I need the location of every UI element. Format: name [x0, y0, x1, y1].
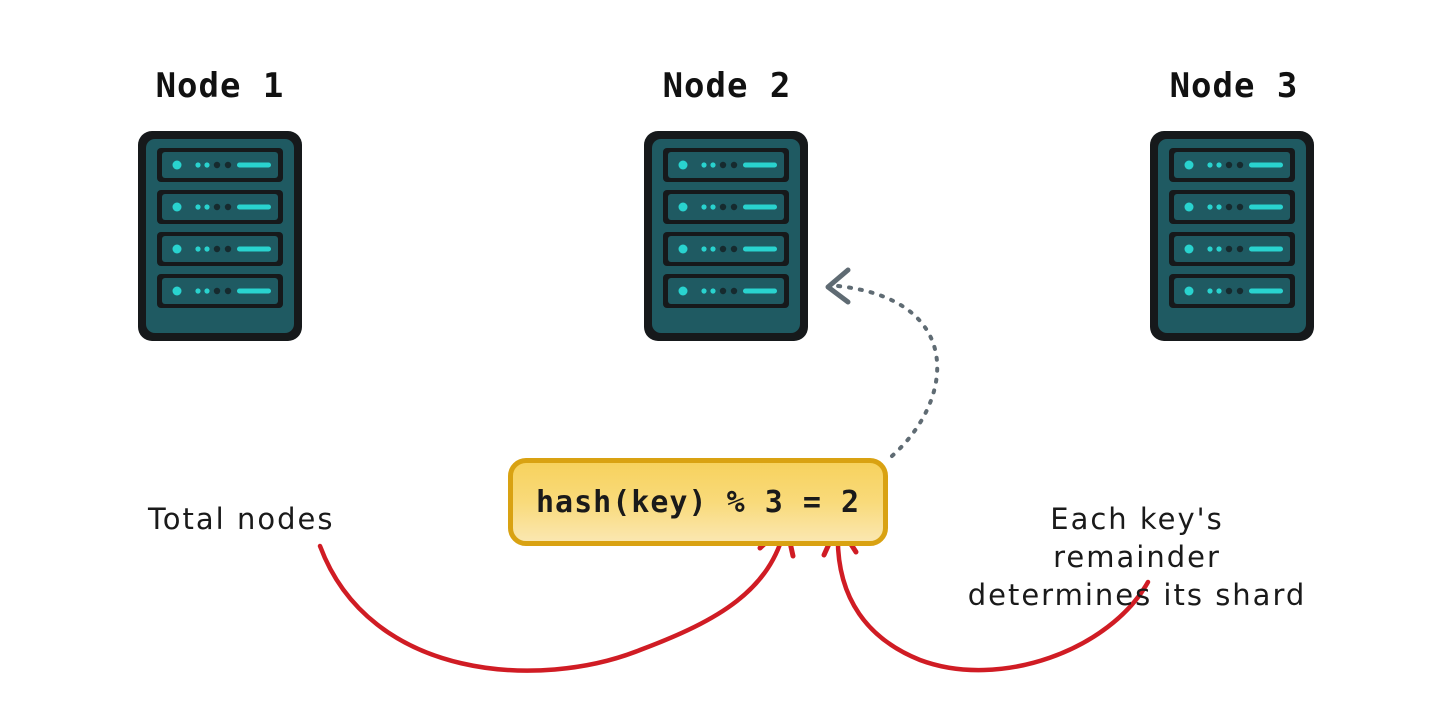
remainder-note-line-2: determines its shard [967, 578, 1307, 612]
server-dot [195, 288, 201, 294]
server-led [1184, 202, 1194, 212]
server-dot [1216, 246, 1222, 252]
server-dot [710, 204, 716, 210]
remainder-note: Each key's remainder determines its shar… [964, 500, 1310, 614]
server-dot [1207, 162, 1213, 168]
server-dot [1216, 204, 1222, 210]
server-icon [644, 131, 808, 341]
red-curved-arrow-icon [317, 525, 788, 673]
server-dot [1236, 203, 1244, 211]
server-led [1184, 286, 1194, 296]
server-dot [719, 203, 727, 211]
server-dot [701, 288, 707, 294]
server-bar [743, 162, 777, 168]
server-led [1184, 244, 1194, 254]
formula-text: hash(key) % 3 = 2 [535, 484, 861, 520]
server-dot [1225, 287, 1233, 295]
server-led [172, 160, 182, 170]
server-dot [730, 245, 738, 253]
server-dot [719, 161, 727, 169]
server-dot [224, 203, 232, 211]
formula-box: hash(key) % 3 = 2 [508, 458, 888, 546]
server-dot [719, 287, 727, 295]
server-dot [1236, 245, 1244, 253]
server-dot [1225, 203, 1233, 211]
server-led [1184, 160, 1194, 170]
server-dot [213, 287, 221, 295]
server-led [172, 244, 182, 254]
server-dot [204, 204, 210, 210]
server-led [172, 286, 182, 296]
server-dot [1216, 162, 1222, 168]
server-dot [195, 246, 201, 252]
total-nodes-note: Total nodes [148, 502, 335, 536]
server-bar [743, 288, 777, 294]
server-dot [213, 203, 221, 211]
dotted-arrow-head [825, 267, 851, 305]
server-dot [710, 246, 716, 252]
server-dot [204, 162, 210, 168]
server-dot [213, 161, 221, 169]
remainder-note-line-1: Each key's remainder [1050, 502, 1224, 574]
server-bar [1249, 288, 1283, 294]
server-icon [138, 131, 302, 341]
node-2-title: Node 2 [662, 66, 792, 106]
server-dot [730, 161, 738, 169]
server-dot [730, 287, 738, 295]
server-dot [701, 162, 707, 168]
server-dot [1225, 245, 1233, 253]
server-dot [204, 288, 210, 294]
dotted-curved-arrow-icon [836, 284, 940, 458]
server-bar [1249, 162, 1283, 168]
server-dot [1236, 161, 1244, 169]
red-curved-arrow-icon [835, 527, 1151, 673]
server-bar [1249, 246, 1283, 252]
server-bar [743, 204, 777, 210]
server-dot [224, 287, 232, 295]
node-3-title: Node 3 [1169, 66, 1299, 106]
server-bar [237, 288, 271, 294]
server-dot [701, 246, 707, 252]
server-dot [730, 203, 738, 211]
server-dot [224, 161, 232, 169]
node-1-title: Node 1 [155, 66, 285, 106]
server-bar [237, 204, 271, 210]
server-led [678, 286, 688, 296]
server-dot [701, 204, 707, 210]
server-led [678, 160, 688, 170]
server-dot [195, 204, 201, 210]
server-dot [195, 162, 201, 168]
server-dot [710, 288, 716, 294]
server-dot [1207, 204, 1213, 210]
server-bar [743, 246, 777, 252]
server-dot [710, 162, 716, 168]
server-dot [213, 245, 221, 253]
server-led [678, 244, 688, 254]
server-led [172, 202, 182, 212]
server-dot [719, 245, 727, 253]
server-led [678, 202, 688, 212]
server-bar [1249, 204, 1283, 210]
server-dot [224, 245, 232, 253]
server-bar [237, 162, 271, 168]
server-dot [204, 246, 210, 252]
server-dot [1225, 161, 1233, 169]
server-icon [1150, 131, 1314, 341]
server-bar [237, 246, 271, 252]
server-dot [1207, 288, 1213, 294]
server-dot [1236, 287, 1244, 295]
server-dot [1216, 288, 1222, 294]
server-dot [1207, 246, 1213, 252]
